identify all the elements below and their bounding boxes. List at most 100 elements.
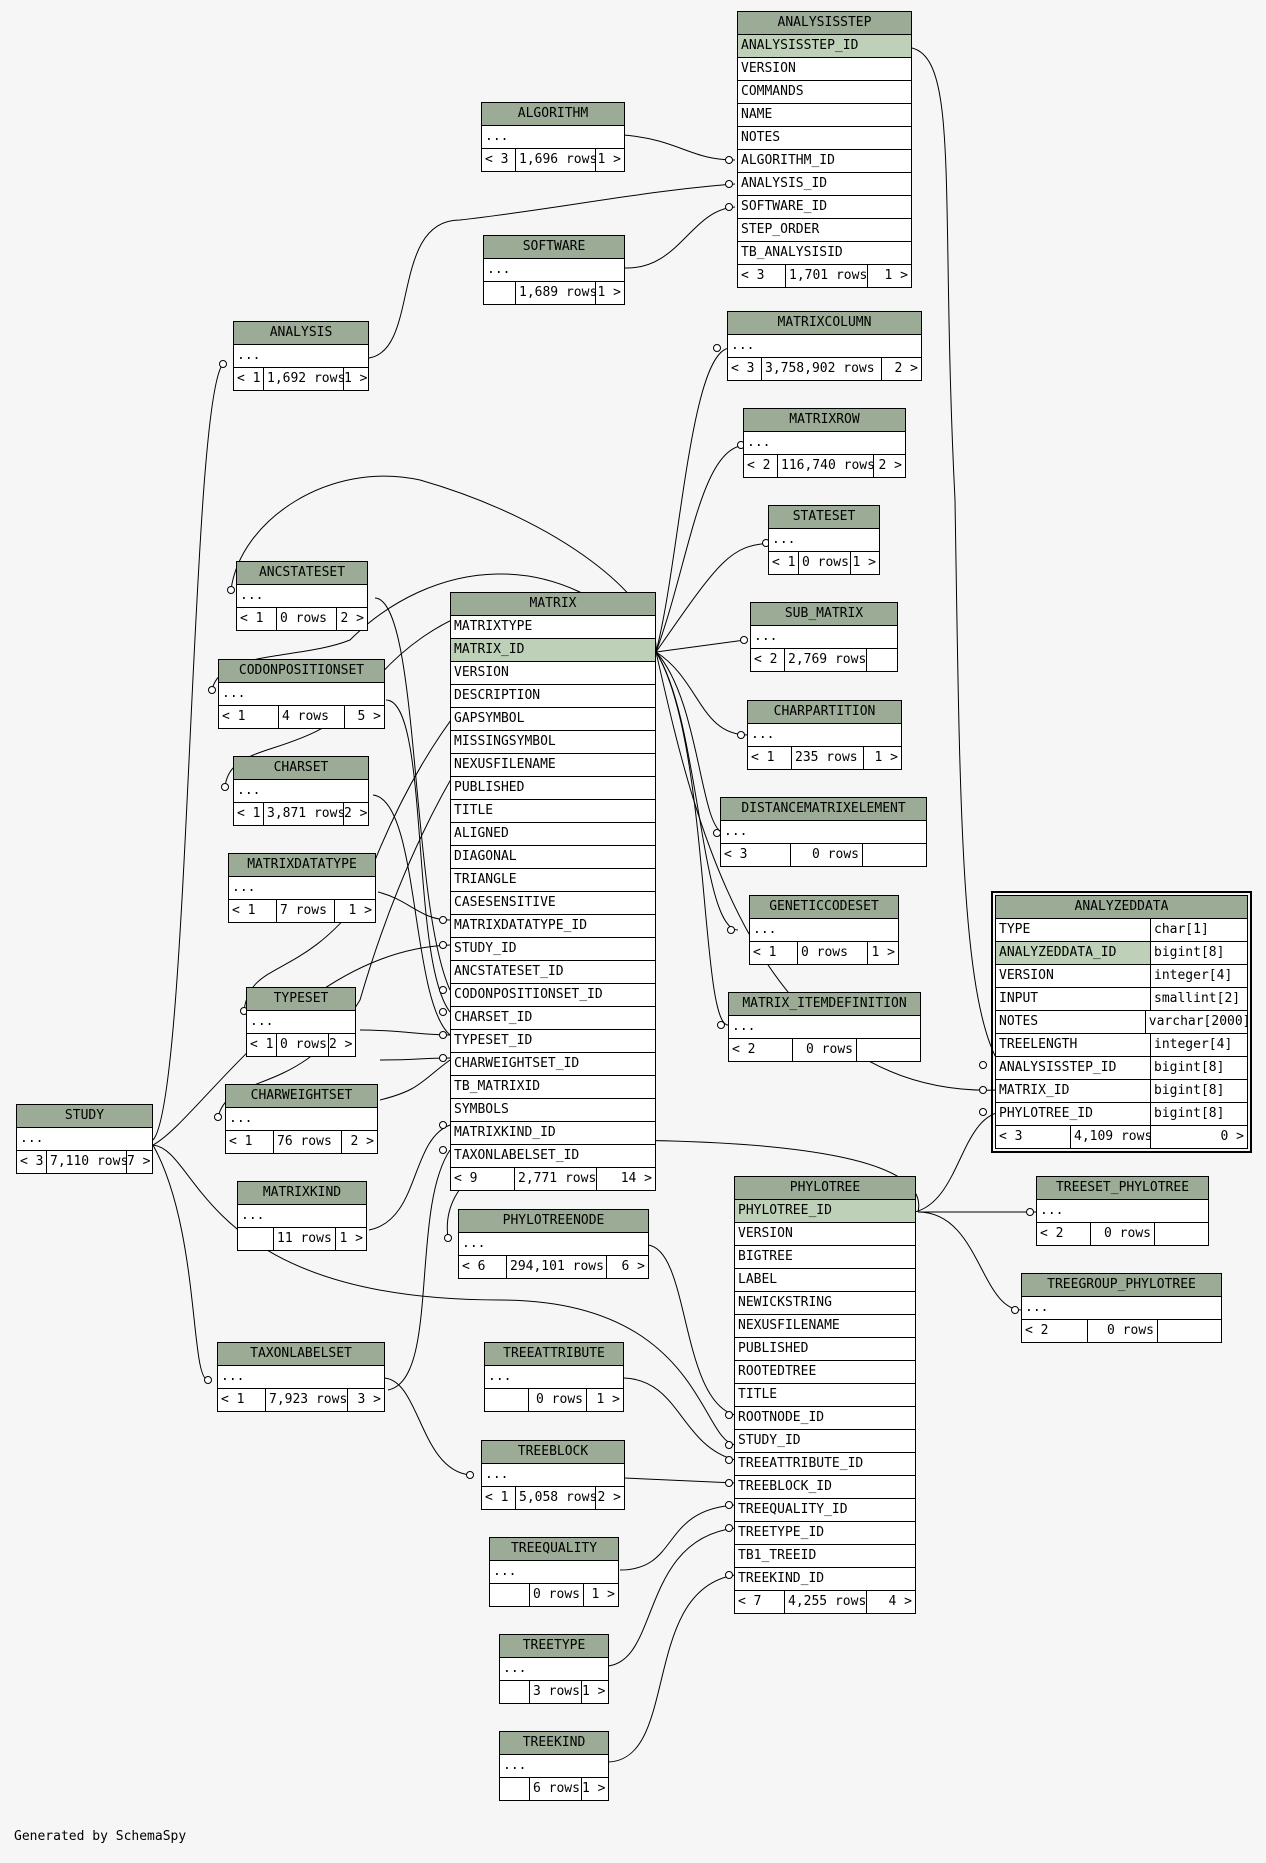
table-analysisstep[interactable]: ANALYSISSTEP ANALYSISSTEP_ID VERSION COM… [737, 11, 912, 288]
table-geneticcodeset[interactable]: GENETICCODESET ... < 1 0 rows 1 > [749, 895, 899, 965]
parent-count[interactable] [484, 282, 516, 304]
parent-count[interactable]: < 2 [1037, 1223, 1091, 1245]
column-name: ANALYSISSTEP_ID [996, 1057, 1151, 1079]
table-treeattribute[interactable]: TREEATTRIBUTE ... 0 rows 1 > [484, 1342, 624, 1412]
table-taxonlabelset[interactable]: TAXONLABELSET ... < 1 7,923 rows 3 > [217, 1342, 385, 1412]
parent-count[interactable]: < 9 [451, 1168, 515, 1190]
table-matrixcolumn[interactable]: MATRIXCOLUMN ... < 3 3,758,902 rows 2 > [727, 311, 922, 381]
child-count[interactable]: 6 > [621, 1259, 645, 1274]
table-matrixdatatype[interactable]: MATRIXDATATYPE ... < 1 7 rows 1 > [228, 853, 376, 923]
column-row: NEXUSFILENAME [735, 1315, 915, 1338]
parent-count[interactable]: < 6 [459, 1256, 507, 1278]
parent-count[interactable]: < 7 [735, 1591, 785, 1613]
child-count[interactable]: 1 > [591, 1587, 615, 1602]
table-phylotree[interactable]: PHYLOTREE PHYLOTREE_ID VERSION BIGTREE L… [734, 1176, 916, 1614]
child-count[interactable]: 1 > [597, 285, 621, 300]
parent-count[interactable]: < 3 [996, 1126, 1071, 1148]
child-count[interactable]: 2 > [340, 611, 364, 626]
parent-count[interactable]: < 1 [219, 706, 279, 728]
table-charpartition[interactable]: CHARPARTITION ... < 1 235 rows 1 > [747, 700, 902, 770]
parent-count[interactable]: < 1 [229, 900, 277, 922]
table-treequality[interactable]: TREEQUALITY ... 0 rows 1 > [489, 1537, 619, 1607]
child-count[interactable] [857, 1039, 920, 1061]
child-count[interactable]: 2 > [597, 1490, 621, 1505]
child-count[interactable]: 2 > [878, 458, 902, 473]
parent-count[interactable]: < 2 [1022, 1320, 1088, 1342]
child-count[interactable]: 5 > [357, 709, 381, 724]
table-matrix[interactable]: MATRIX MATRIXTYPE MATRIX_ID VERSION DESC… [450, 592, 656, 1191]
table-stateset[interactable]: STATESET ... < 1 0 rows 1 > [768, 505, 880, 575]
table-study[interactable]: STUDY ... < 3 7,110 rows 7 > [16, 1104, 153, 1174]
child-count[interactable] [863, 844, 926, 866]
table-treegroup-phylotree[interactable]: TREEGROUP_PHYLOTREE ... < 2 0 rows [1021, 1273, 1222, 1343]
table-sub-matrix[interactable]: SUB_MATRIX ... < 2 2,769 rows [750, 602, 898, 672]
table-treeblock[interactable]: TREEBLOCK ... < 1 5,058 rows 2 > [481, 1440, 625, 1510]
table-charset[interactable]: CHARSET ... < 1 3,871 rows 2 > [233, 756, 369, 826]
parent-count[interactable] [485, 1389, 529, 1411]
table-typeset[interactable]: TYPESET ... < 1 0 rows 2 > [246, 987, 356, 1057]
child-count[interactable]: 1 > [348, 903, 372, 918]
parent-count[interactable]: < 1 [769, 552, 799, 574]
table-matrix-itemdefinition[interactable]: MATRIX_ITEMDEFINITION ... < 2 0 rows [728, 992, 921, 1062]
parent-count[interactable]: < 3 [738, 265, 786, 287]
parent-count[interactable]: < 1 [750, 942, 798, 964]
child-count[interactable]: 1 > [344, 371, 368, 386]
child-count[interactable]: 1 > [339, 1231, 363, 1246]
parent-count[interactable]: < 3 [482, 149, 516, 171]
child-count[interactable]: 4 > [888, 1594, 912, 1609]
table-codonpositionset[interactable]: CODONPOSITIONSET ... < 1 4 rows 5 > [218, 659, 385, 729]
table-distancematrixelement[interactable]: DISTANCEMATRIXELEMENT ... < 3 0 rows [720, 797, 927, 867]
table-software[interactable]: SOFTWARE ... 1,689 rows 1 > [483, 235, 625, 305]
parent-count[interactable]: < 1 [226, 1131, 274, 1153]
parent-count[interactable] [238, 1228, 274, 1250]
parent-count[interactable]: < 1 [218, 1389, 266, 1411]
parent-count[interactable]: < 2 [751, 649, 785, 671]
table-phylotreenode[interactable]: PHYLOTREENODE ... < 6 294,101 rows 6 > [458, 1209, 649, 1279]
child-count[interactable]: 1 > [874, 750, 898, 765]
child-count[interactable] [867, 649, 897, 671]
parent-count[interactable]: < 1 [237, 608, 277, 630]
child-count[interactable]: 14 > [620, 1171, 652, 1186]
column-row: ANALYSIS_ID [738, 173, 911, 196]
table-treeset-phylotree[interactable]: TREESET_PHYLOTREE ... < 2 0 rows [1036, 1176, 1209, 1246]
child-count[interactable]: 7 > [127, 1154, 151, 1169]
child-count[interactable]: 1 > [596, 1392, 620, 1407]
parent-count[interactable]: < 1 [748, 747, 792, 769]
child-count[interactable]: 2 > [329, 1037, 353, 1052]
row-count: 3,758,902 rows [762, 358, 882, 380]
child-count[interactable]: 0 > [1220, 1129, 1244, 1144]
child-count[interactable]: 1 > [852, 555, 876, 570]
child-count[interactable]: 2 > [344, 806, 368, 821]
parent-count[interactable]: < 1 [234, 368, 264, 390]
child-count[interactable]: 3 > [357, 1392, 381, 1407]
table-treekind[interactable]: TREEKIND ... 6 rows 1 > [499, 1731, 609, 1801]
child-count[interactable] [1155, 1223, 1208, 1245]
parent-count[interactable]: < 1 [234, 803, 264, 825]
table-treetype[interactable]: TREETYPE ... 3 rows 1 > [499, 1634, 609, 1704]
parent-count[interactable] [500, 1778, 530, 1800]
child-count[interactable]: 2 > [350, 1134, 374, 1149]
child-count[interactable]: 2 > [894, 361, 918, 376]
table-matrixrow[interactable]: MATRIXROW ... < 2 116,740 rows 2 > [743, 408, 906, 478]
parent-count[interactable]: < 1 [482, 1487, 516, 1509]
parent-count[interactable]: < 1 [247, 1034, 277, 1056]
table-analyzeddata[interactable]: ANALYZEDDATA TYPE char[1] ANALYZEDDATA_I… [991, 891, 1252, 1153]
child-count[interactable]: 1 > [597, 152, 621, 167]
parent-count[interactable]: < 3 [721, 844, 791, 866]
table-matrixkind[interactable]: MATRIXKIND ... 11 rows 1 > [237, 1181, 367, 1251]
table-analysis[interactable]: ANALYSIS ... < 1 1,692 rows 1 > [233, 321, 369, 391]
table-charweightset[interactable]: CHARWEIGHTSET ... < 1 76 rows 2 > [225, 1084, 378, 1154]
parent-count[interactable] [490, 1584, 530, 1606]
child-count[interactable]: 1 > [871, 945, 895, 960]
parent-count[interactable]: < 2 [729, 1039, 793, 1061]
parent-count[interactable]: < 2 [744, 455, 778, 477]
table-ancstateset[interactable]: ANCSTATESET ... < 1 0 rows 2 > [236, 561, 368, 631]
child-count[interactable]: 1 > [582, 1781, 606, 1796]
parent-count[interactable] [500, 1681, 530, 1703]
parent-count[interactable]: < 3 [728, 358, 762, 380]
child-count[interactable]: 1 > [884, 268, 908, 283]
child-count[interactable] [1158, 1320, 1221, 1342]
child-count[interactable]: 1 > [582, 1684, 606, 1699]
parent-count[interactable]: < 3 [17, 1151, 47, 1173]
table-algorithm[interactable]: ALGORITHM ... < 3 1,696 rows 1 > [481, 102, 625, 172]
